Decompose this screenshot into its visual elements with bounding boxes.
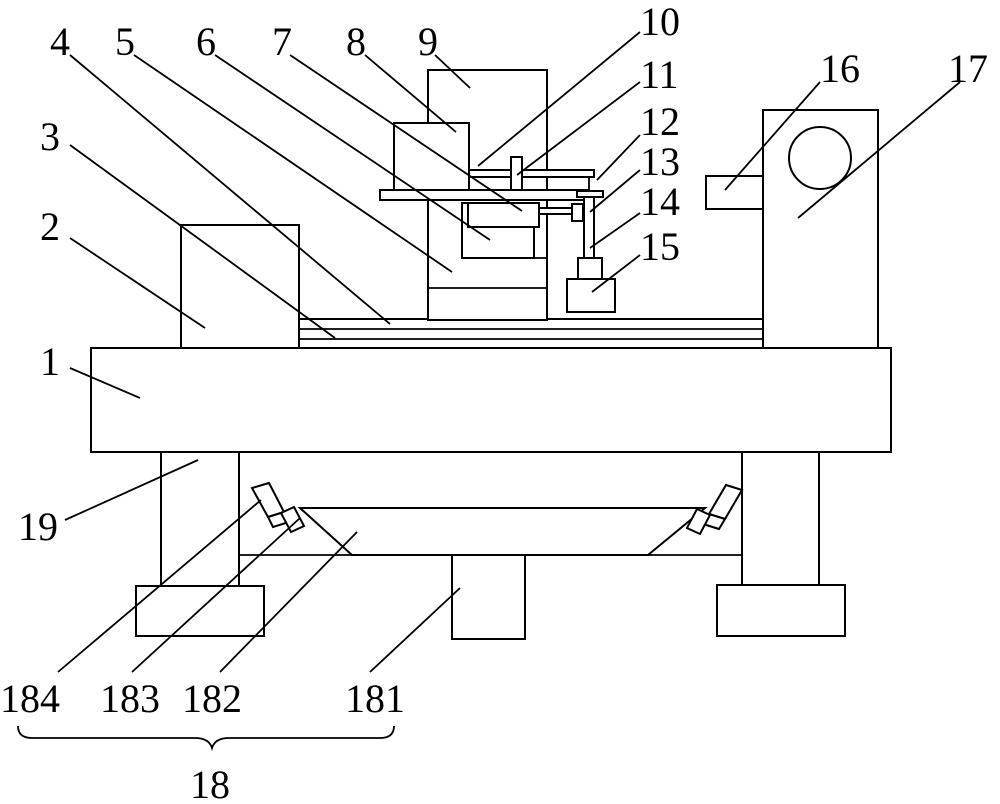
label-12: 12 bbox=[640, 99, 680, 144]
coupling bbox=[571, 203, 584, 222]
label-1: 1 bbox=[40, 339, 60, 384]
label-15: 15 bbox=[640, 224, 680, 269]
support-arm bbox=[379, 189, 589, 201]
right-jack-rod bbox=[685, 507, 712, 536]
right-foot bbox=[716, 584, 846, 637]
label-2: 2 bbox=[40, 204, 60, 249]
label-16: 16 bbox=[820, 46, 860, 91]
label-182: 182 bbox=[182, 676, 242, 721]
label-5: 5 bbox=[115, 19, 135, 64]
label-14: 14 bbox=[640, 179, 680, 224]
right-leg-assembly bbox=[716, 451, 846, 637]
right-jack-body bbox=[707, 483, 744, 521]
label-11: 11 bbox=[640, 52, 679, 97]
support-mechanism bbox=[239, 481, 744, 640]
label-19: 19 bbox=[18, 504, 58, 549]
left-jack-body-184 bbox=[250, 481, 286, 519]
drive-box-2 bbox=[180, 224, 300, 349]
left-leg-assembly bbox=[135, 451, 265, 637]
label-4: 4 bbox=[50, 19, 70, 64]
rod-13 bbox=[583, 196, 595, 260]
group-brace-18 bbox=[17, 725, 395, 752]
label-18: 18 bbox=[190, 762, 230, 804]
top-bar-10 bbox=[468, 169, 595, 178]
vertical-shaft-11 bbox=[510, 156, 523, 191]
label-183: 183 bbox=[100, 676, 160, 721]
label-17: 17 bbox=[948, 46, 988, 91]
motor-8 bbox=[393, 122, 470, 191]
output-shaft-16 bbox=[705, 175, 764, 210]
right-leg bbox=[741, 451, 820, 587]
label-10: 10 bbox=[640, 0, 680, 44]
label-184: 184 bbox=[0, 676, 60, 721]
tool-head-15 bbox=[566, 278, 616, 313]
label-6: 6 bbox=[196, 19, 216, 64]
label-7: 7 bbox=[272, 19, 292, 64]
link-bar bbox=[538, 207, 574, 215]
support-plate-182 bbox=[297, 507, 708, 556]
label-13: 13 bbox=[640, 139, 680, 184]
motor-wheel bbox=[788, 126, 852, 190]
carriage-7 bbox=[467, 202, 540, 228]
left-leg bbox=[160, 451, 240, 588]
left-foot bbox=[135, 585, 265, 637]
label-8: 8 bbox=[346, 19, 366, 64]
connector-14 bbox=[577, 257, 603, 280]
center-post-181 bbox=[451, 554, 526, 640]
label-3: 3 bbox=[40, 114, 60, 159]
leader-lines bbox=[57, 31, 961, 673]
base-table-1 bbox=[90, 347, 892, 453]
left-jack-rod-183 bbox=[279, 505, 306, 534]
label-181: 181 bbox=[345, 676, 405, 721]
guide-rail-base bbox=[298, 318, 765, 349]
label-9: 9 bbox=[418, 19, 438, 64]
